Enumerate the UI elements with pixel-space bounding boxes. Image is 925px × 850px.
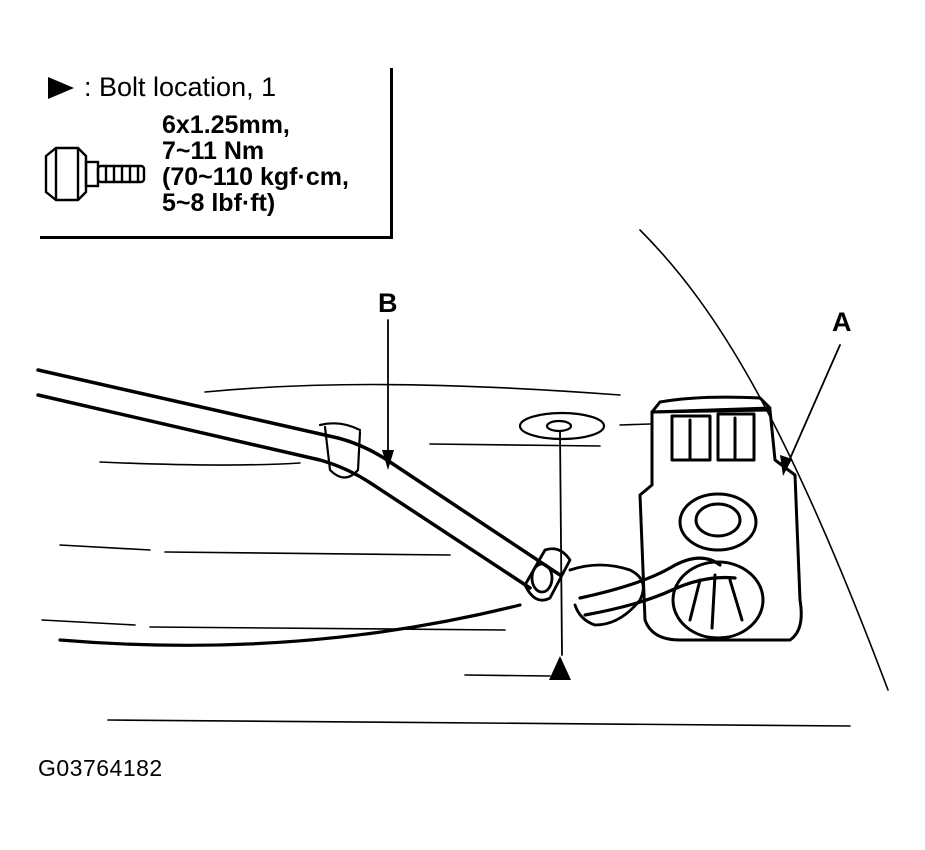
bolt-spec-size: 6x1.25mm, <box>162 111 290 139</box>
bolt-spec: 6x1.25mm, 7~11 Nm (70~110 kgf·cm, 5~8 lb… <box>162 112 349 216</box>
connector-wire <box>58 556 737 647</box>
callout-b: B <box>378 288 398 318</box>
figure-code: G03764182 <box>38 755 163 781</box>
leader-lines <box>387 319 841 656</box>
bolt-washer <box>518 411 606 441</box>
bolt-icon <box>44 146 146 202</box>
legend-bolt-location: : Bolt location, 1 <box>48 72 276 103</box>
bolt-location-marker <box>549 656 571 680</box>
bolt-location-triangle-icon <box>48 76 74 99</box>
grommet-plug <box>318 422 362 479</box>
wire-harness-b <box>36 368 562 590</box>
bolt-spec-torque-nm: 7~11 Nm <box>162 137 265 165</box>
connector-a <box>638 395 803 642</box>
bolt-location-label: : Bolt location, 1 <box>84 72 277 102</box>
legend-box: : Bolt location, 1 6x1.25mm, 7~11 Nm (70… <box>40 68 393 239</box>
bolt-spec-torque-kgf: (70~110 kgf·cm, <box>162 163 349 191</box>
body-panel-lines <box>41 229 889 727</box>
leader-arrowheads <box>382 450 792 680</box>
callout-a: A <box>832 307 852 337</box>
bolt-spec-torque-lbf: 5~8 lbf·ft) <box>162 189 276 217</box>
harness-clip <box>523 547 645 627</box>
